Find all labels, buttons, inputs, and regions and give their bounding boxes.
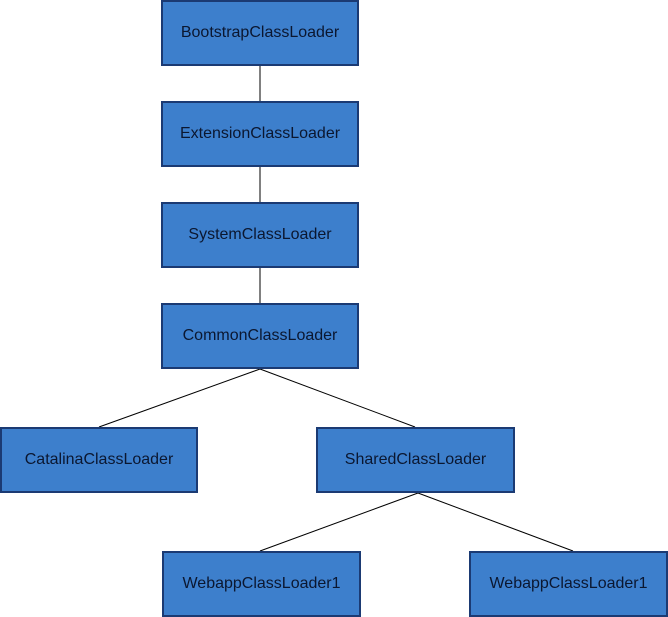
node-webapp-class-loader-left: WebappClassLoader1 [162,551,361,617]
node-extension-class-loader: ExtensionClassLoader [161,101,359,167]
node-catalina-class-loader: CatalinaClassLoader [0,427,198,493]
edge-shared-webapp1 [259,492,419,552]
edge-shared-webapp2 [417,492,574,552]
edge-common-shared [259,368,416,428]
node-webapp-class-loader-right: WebappClassLoader1 [469,551,668,617]
edge-common-catalina [98,368,261,428]
node-common-class-loader: CommonClassLoader [161,303,359,369]
node-shared-class-loader: SharedClassLoader [316,427,515,493]
node-bootstrap-class-loader: BootstrapClassLoader [161,0,359,66]
node-system-class-loader: SystemClassLoader [161,202,359,268]
